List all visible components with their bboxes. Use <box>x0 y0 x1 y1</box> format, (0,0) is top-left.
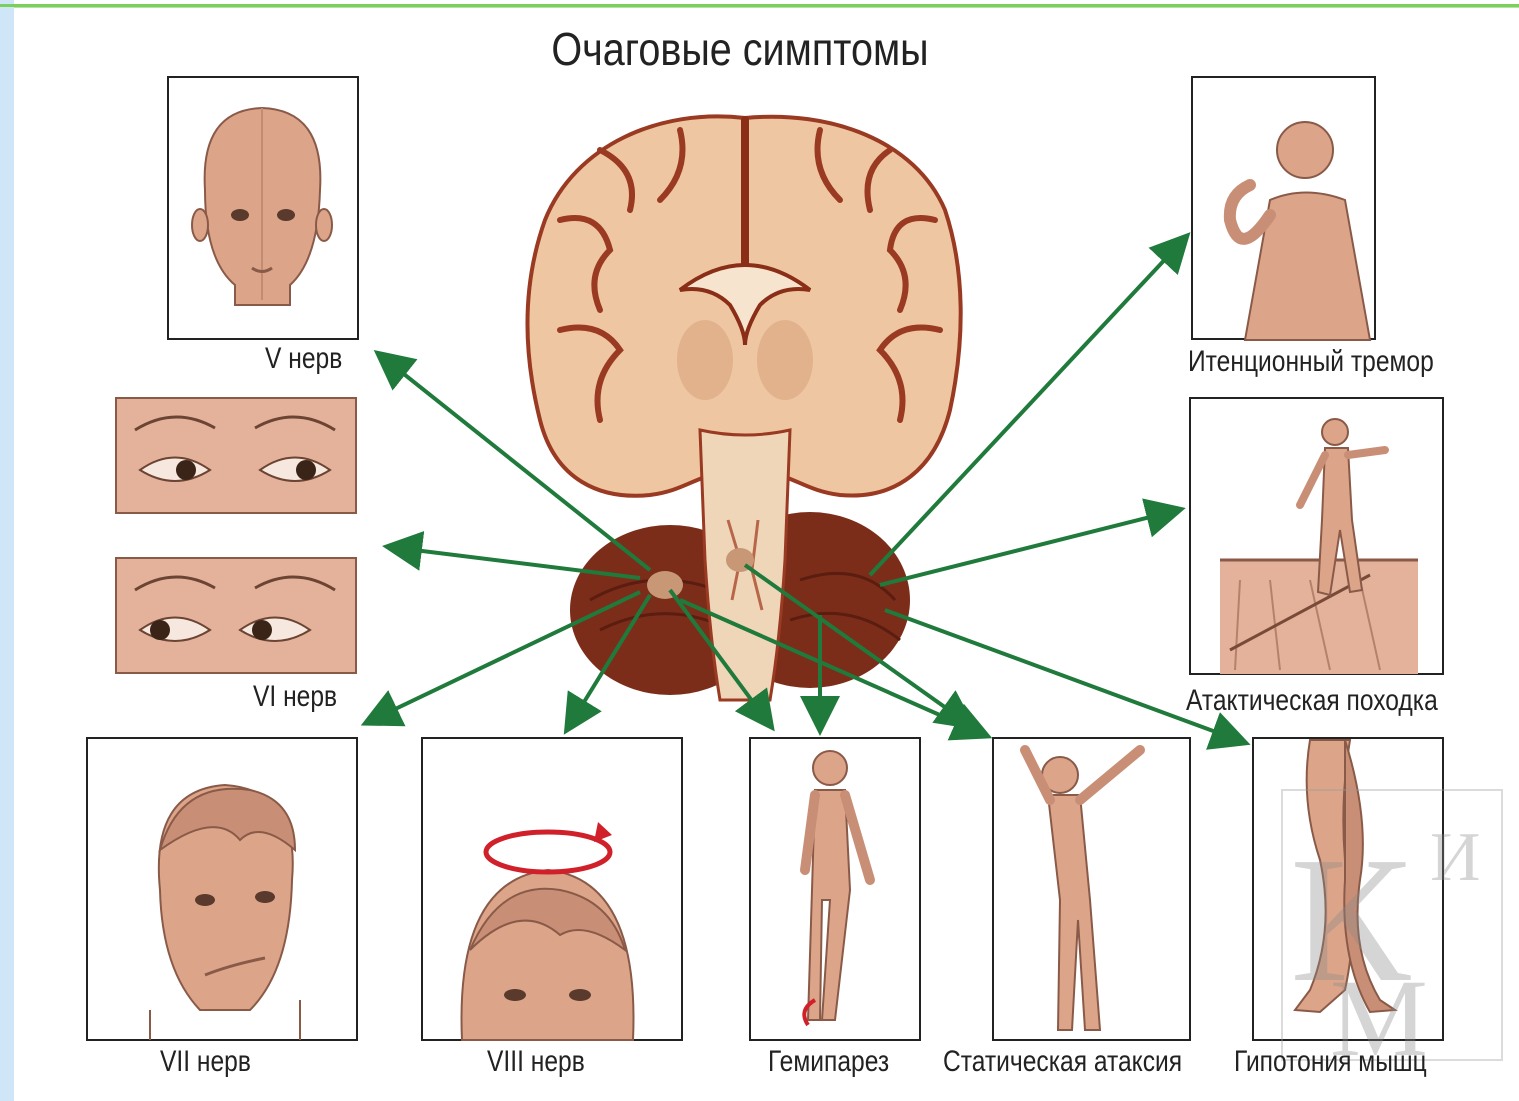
label-muscle-hypotonia: Гипотония мышц <box>1234 1045 1427 1079</box>
ataxic-gait-panel <box>1190 398 1443 674</box>
label-static-ataxia: Статическая атаксия <box>943 1045 1182 1079</box>
static-ataxia-panel <box>993 738 1190 1040</box>
vi-nerve-panel-top <box>116 398 356 513</box>
vii-nerve-panel <box>87 738 357 1040</box>
label-vi-nerve: VI нерв <box>253 680 337 714</box>
arrow-ataxic-gait <box>880 510 1178 585</box>
viii-nerve-panel <box>422 738 682 1040</box>
label-v-nerve: V нерв <box>265 342 342 376</box>
label-intention-tremor: Итенционный тремор <box>1188 345 1434 379</box>
vi-nerve-panel-bottom <box>116 558 356 673</box>
v-nerve-panel <box>168 77 358 339</box>
svg-text:И: И <box>1430 819 1481 896</box>
muscle-hypotonia-panel: К И М <box>1253 738 1502 1079</box>
intention-tremor-panel <box>1192 77 1375 340</box>
label-viii-nerve: VIII нерв <box>487 1045 585 1079</box>
label-ataxic-gait: Атактическая походка <box>1186 684 1438 718</box>
label-vii-nerve: VII нерв <box>160 1045 251 1079</box>
hemiparesis-panel <box>750 738 920 1040</box>
label-hemiparesis: Гемипарез <box>768 1045 889 1079</box>
